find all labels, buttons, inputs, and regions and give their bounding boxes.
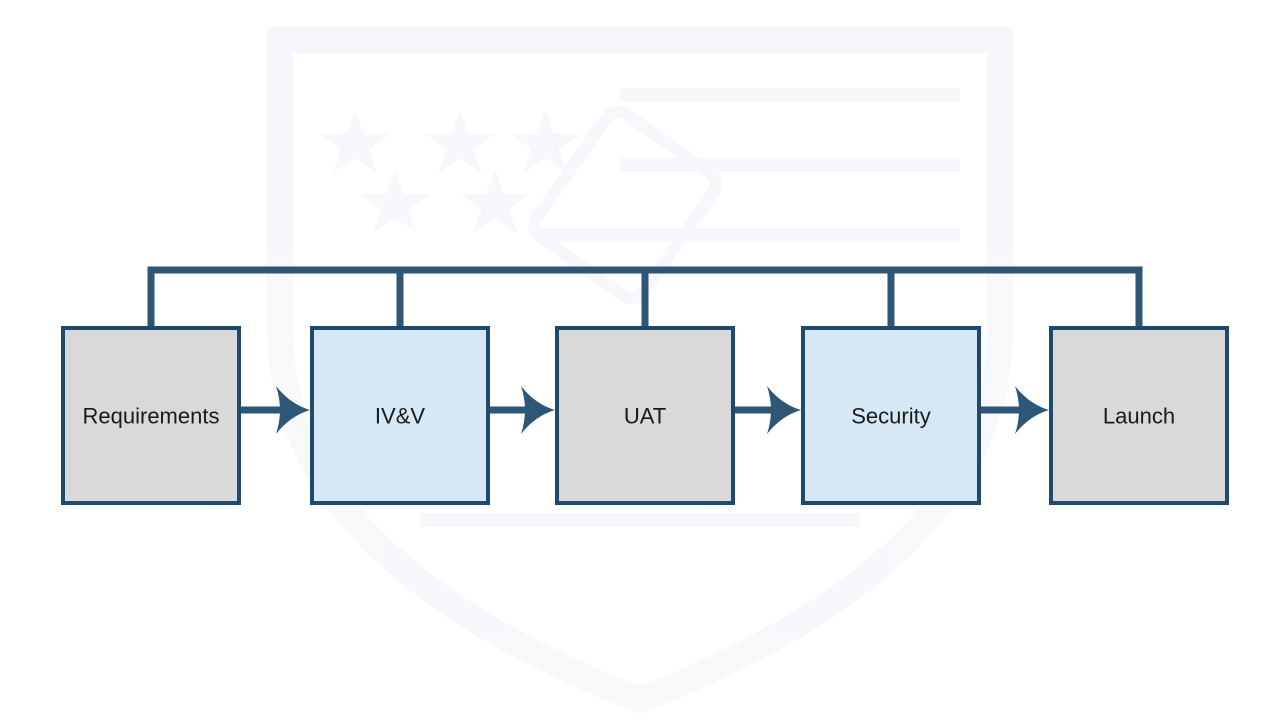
flow-arrow-1 — [239, 386, 310, 434]
stage-label: Requirements — [83, 404, 220, 429]
stage-box-launch: Launch — [1049, 326, 1229, 505]
stage-label: UAT — [624, 404, 666, 429]
stage-label: IV&V — [375, 404, 425, 429]
flow-arrow-2 — [488, 386, 555, 434]
flow-arrow-4 — [979, 386, 1049, 434]
stage-box-shape — [801, 326, 981, 505]
stage-box-shape — [310, 326, 490, 505]
stage-label: Security — [851, 404, 930, 429]
stage-box-uat: UAT — [555, 326, 735, 505]
stage-box-shape — [61, 326, 241, 505]
flow-arrows — [239, 386, 1049, 434]
stage-label: Launch — [1103, 404, 1175, 429]
stage-box-iv-v: IV&V — [310, 326, 490, 505]
stage-box-shape — [1049, 326, 1229, 505]
stage-nodes: Requirements IV&V UAT Security Launch — [61, 326, 1229, 505]
top-connector-bus — [147, 266, 1143, 328]
stage-box-security: Security — [801, 326, 981, 505]
flow-arrow-3 — [733, 386, 801, 434]
stage-box-requirements: Requirements — [61, 326, 241, 505]
stage-box-shape — [555, 326, 735, 505]
